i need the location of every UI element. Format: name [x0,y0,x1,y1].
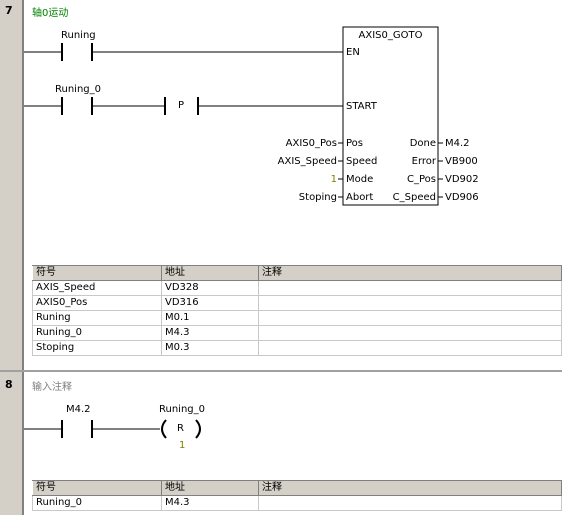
network-8-symbol-table: 符号 地址 注释 Runing_0 M4.3 [32,480,562,511]
comment-cell[interactable] [258,495,562,511]
address-cell[interactable]: VD316 [161,295,259,311]
header-comment[interactable]: 注释 [258,480,562,496]
block-name[interactable]: AXIS0_GOTO [358,30,423,41]
symbol-table-header-row: 符号 地址 注释 [32,480,562,496]
symbol-cell[interactable]: AXIS_Speed [32,280,162,296]
network-8-number-column [0,372,22,515]
contact-m4-2-label[interactable]: M4.2 [66,404,91,415]
address-cell[interactable]: M4.3 [161,325,259,341]
network-8-title[interactable]: 输入注释 [32,382,72,393]
block-pin-pos: Pos [346,138,364,149]
header-comment[interactable]: 注释 [258,265,562,281]
block-pin-done: Done [409,138,436,149]
table-row[interactable]: Runing_0 M4.3 [32,495,562,511]
symbol-cell[interactable]: Runing_0 [32,495,162,511]
contact-runing-0-label[interactable]: Runing_0 [55,84,102,95]
block-pin-speed: Speed [346,156,378,167]
network-separator [0,370,562,372]
operand-c-speed[interactable]: VD906 [445,192,479,203]
comment-cell[interactable] [258,340,562,356]
coil-runing-0-label[interactable]: Runing_0 [159,404,206,415]
symbol-cell[interactable]: Stoping [32,340,162,356]
symbol-table-header-row: 符号 地址 注释 [32,265,562,281]
header-symbol[interactable]: 符号 [32,265,162,281]
header-address[interactable]: 地址 [161,265,259,281]
comment-cell[interactable] [258,325,562,341]
block-pin-en: EN [346,47,360,58]
network-7-symbol-table: 符号 地址 注释 AXIS_Speed VD328 AXIS0_Pos VD31… [32,265,562,356]
operand-c-pos[interactable]: VD902 [445,174,479,185]
address-cell[interactable]: VD328 [161,280,259,296]
table-row[interactable]: Runing M0.1 [32,310,562,326]
block-pin-start: START [346,101,377,112]
network-7-number-column [0,0,22,370]
positive-edge-label[interactable]: P [178,100,185,111]
operand-abort[interactable]: Stoping [298,192,337,203]
block-pin-c-speed: C_Speed [392,192,436,203]
comment-cell[interactable] [258,295,562,311]
coil-type[interactable]: R [177,423,184,434]
network-8-power-rail [22,372,24,515]
address-cell[interactable]: M0.3 [161,340,259,356]
comment-cell[interactable] [258,280,562,296]
contact-runing-label[interactable]: Runing [61,30,96,41]
header-address[interactable]: 地址 [161,480,259,496]
network-8-number[interactable]: 8 [5,378,13,391]
block-pin-mode: Mode [346,174,374,185]
symbol-cell[interactable]: Runing [32,310,162,326]
address-cell[interactable]: M4.3 [161,495,259,511]
symbol-cell[interactable]: AXIS0_Pos [32,295,162,311]
block-pin-error: Error [411,156,436,167]
block-pin-abort: Abort [346,192,374,203]
block-pin-c-pos: C_Pos [407,174,436,185]
symbol-cell[interactable]: Runing_0 [32,325,162,341]
operand-error[interactable]: VB900 [445,156,478,167]
network-7-number[interactable]: 7 [5,4,13,17]
operand-done[interactable]: M4.2 [445,138,470,149]
operand-speed[interactable]: AXIS_Speed [277,156,337,167]
address-cell[interactable]: M0.1 [161,310,259,326]
operand-mode[interactable]: 1 [330,174,337,185]
table-row[interactable]: AXIS0_Pos VD316 [32,295,562,311]
table-row[interactable]: Runing_0 M4.3 [32,325,562,341]
table-row[interactable]: AXIS_Speed VD328 [32,280,562,296]
header-symbol[interactable]: 符号 [32,480,162,496]
table-row[interactable]: Stoping M0.3 [32,340,562,356]
network-7-power-rail [22,0,24,370]
coil-count[interactable]: 1 [179,440,186,451]
comment-cell[interactable] [258,310,562,326]
network-7-title[interactable]: 轴0运动 [32,8,69,19]
operand-pos[interactable]: AXIS0_Pos [285,138,337,149]
